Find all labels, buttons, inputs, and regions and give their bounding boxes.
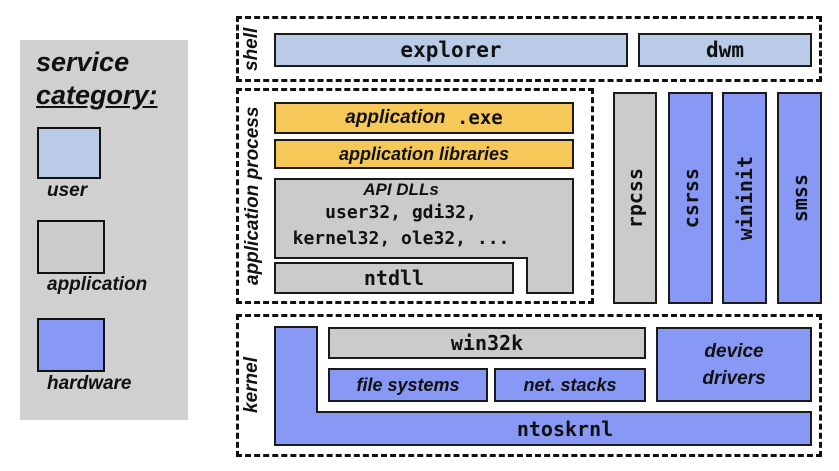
kernel-region <box>236 314 822 457</box>
application-process-region <box>236 88 594 304</box>
ntoskrnl-label: ntoskrnl <box>516 417 614 441</box>
device-drivers-box: device drivers <box>656 327 812 402</box>
application-exe-box: application .exe <box>274 102 574 134</box>
application-exe-suffix: .exe <box>445 107 503 129</box>
api-dlls-line2: user32, gdi32, <box>325 202 477 223</box>
ntdll-box: ntdll <box>274 262 514 294</box>
csrss-box: csrss <box>668 92 713 304</box>
dwm-box: dwm <box>638 33 812 67</box>
legend-label-hardware: hardware <box>47 373 132 394</box>
api-dlls-shape <box>274 178 574 294</box>
legend-swatch-user <box>37 127 101 179</box>
net-stacks-box: net. stacks <box>494 368 646 402</box>
smss-label: smss <box>787 173 812 223</box>
legend-title-line1: service <box>36 47 130 77</box>
application-process-label: application process <box>242 106 263 286</box>
legend-swatch-application <box>37 220 105 274</box>
api-dlls-text: API DLLs user32, gdi32, kernel32, ole32,… <box>276 180 526 256</box>
device-drivers-line2: drivers <box>702 367 766 389</box>
api-dlls-line3: kernel32, ole32, ... <box>292 228 510 249</box>
rpcss-label: rpcss <box>623 167 647 229</box>
shell-region <box>236 16 822 82</box>
application-exe-name: application <box>345 107 446 128</box>
device-drivers-line1: device <box>704 340 764 362</box>
wininit-label: wininit <box>732 155 757 241</box>
legend-title-line2: category: <box>36 80 158 110</box>
explorer-box: explorer <box>274 33 628 67</box>
wininit-box: wininit <box>722 92 767 304</box>
api-dlls-title: API DLLs <box>363 180 439 199</box>
legend-title: service category: <box>36 46 158 112</box>
application-libraries-box: application libraries <box>274 139 574 169</box>
shell-label: shell <box>241 27 262 71</box>
file-systems-box: file systems <box>328 368 488 402</box>
legend-label-user: user <box>47 180 88 201</box>
legend-label-application: application <box>47 274 148 295</box>
legend-panel: service category: user application hardw… <box>20 40 188 420</box>
csrss-label: csrss <box>678 167 703 229</box>
ntoskrnl-shape <box>274 326 812 446</box>
win32k-box: win32k <box>328 327 646 359</box>
kernel-label: kernel <box>241 357 262 414</box>
legend-swatch-hardware <box>37 318 105 372</box>
rpcss-box: rpcss <box>613 92 657 304</box>
smss-box: smss <box>777 92 822 304</box>
